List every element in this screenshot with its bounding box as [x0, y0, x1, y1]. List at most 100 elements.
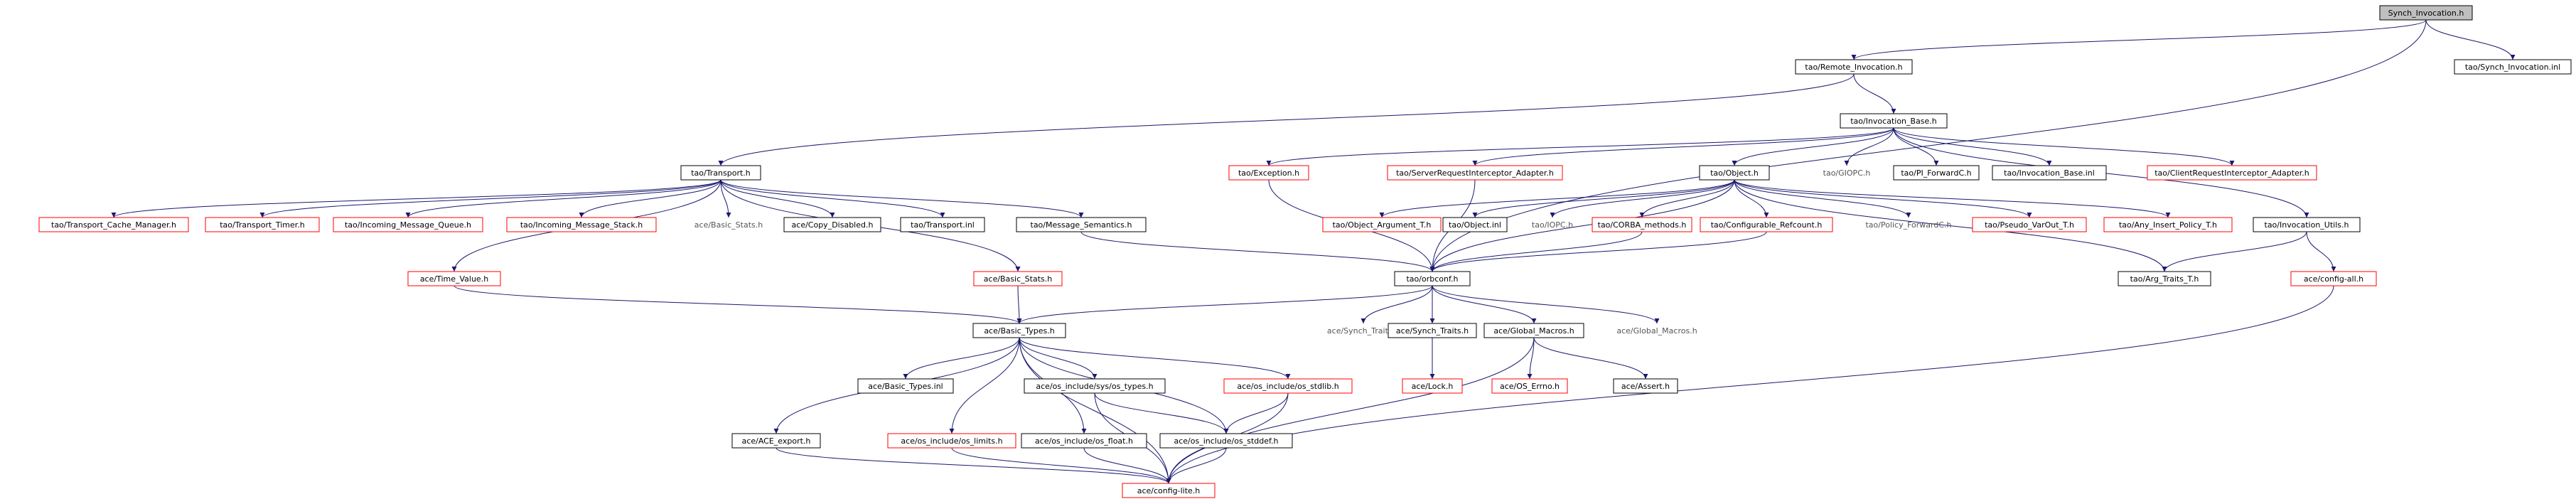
edge-tao_object_h-to-tao_iopc_h: [1550, 179, 1735, 218]
node-ace-basic-types-inl[interactable]: ace/Basic_Types.inl: [857, 378, 954, 394]
node-tao-message-semantics-h[interactable]: tao/Message_Semantics.h: [1016, 217, 1147, 232]
node-ace-global-macros-h-plain: ace/Global_Macros.h: [1616, 326, 1697, 336]
node-tao-exception-h[interactable]: tao/Exception.h: [1228, 165, 1309, 181]
node-tao-object-h[interactable]: tao/Object.h: [1699, 165, 1770, 181]
node-label: ace/Basic_Stats.h: [694, 220, 763, 230]
node-ace-synch-traits-h[interactable]: ace/Synch_Traits.h: [1388, 323, 1477, 338]
edge-ace_global_macros_h-to-ace_os_errno_h: [1527, 337, 1535, 380]
node-tao-remote-invocation-h[interactable]: tao/Remote_Invocation.h: [1795, 59, 1913, 75]
node-ace-basic-stats-h-plain: ace/Basic_Stats.h: [694, 220, 763, 230]
node-tao-configurable-refcount-h[interactable]: tao/Configurable_Refcount.h: [1700, 217, 1833, 232]
node-ace-os-include-os-stdlib-h[interactable]: ace/os_include/os_stdlib.h: [1223, 378, 1353, 394]
node-ace-config-lite-h[interactable]: ace/config-lite.h: [1122, 483, 1215, 498]
node-label: ace/Assert.h: [1621, 382, 1670, 391]
node-tao-transport-cache-manager-h[interactable]: tao/Transport_Cache_Manager.h: [38, 217, 189, 232]
node-label: ace/os_include/os_stdlib.h: [1237, 382, 1338, 391]
node-label: tao/Transport.h: [691, 168, 751, 178]
node-tao-transport-h[interactable]: tao/Transport.h: [680, 165, 761, 181]
node-tao-serverrequestinterceptor-adapter-h[interactable]: tao/ServerRequestInterceptor_Adapter.h: [1387, 165, 1563, 181]
edge-ace_basic_types_h-to-ace_basic_types_inl: [903, 337, 1020, 380]
edge-tao_orbconf_h-to-ace_synch_traits_h_plain: [1361, 285, 1433, 324]
node-tao-invocation-base-inl[interactable]: tao/Invocation_Base.inl: [1992, 165, 2107, 181]
node-tao-invocation-utils-h[interactable]: tao/Invocation_Utils.h: [2253, 217, 2361, 232]
node-tao-object-inl[interactable]: tao/Object.inl: [1442, 217, 1508, 232]
node-tao-transport-inl[interactable]: tao/Transport.inl: [900, 217, 985, 232]
edge-tao_invocation_base_h-to-tao_giopc_h: [1844, 127, 1894, 166]
edge-tao_configurable_refcount_h-to-tao_orbconf_h: [1429, 231, 1767, 272]
node-label: ace/os_include/os_float.h: [1035, 436, 1133, 446]
node-label: ace/ACE_export.h: [742, 436, 811, 446]
node-tao-object-argument-t-h[interactable]: tao/Object_Argument_T.h: [1322, 217, 1442, 232]
node-tao-clientrequestinterceptor-adapter-h[interactable]: tao/ClientRequestInterceptor_Adapter.h: [2147, 165, 2317, 181]
node-label: tao/Arg_Traits_T.h: [2130, 274, 2199, 284]
edge-tao_invocation_base_h-to-tao_clientrequestinterceptor_adapter_h: [1893, 127, 2235, 166]
node-tao-incoming-message-stack-h[interactable]: tao/Incoming_Message_Stack.h: [506, 217, 657, 232]
node-ace-assert-h[interactable]: ace/Assert.h: [1613, 378, 1678, 394]
node-tao-any-insert-policy-t-h[interactable]: tao/Any_Insert_Policy_T.h: [2103, 217, 2233, 232]
edge-tao_transport_h-to-tao_incoming_message_stack_h: [579, 179, 721, 218]
edge-tao_orbconf_h-to-ace_global_macros_h: [1432, 285, 1537, 324]
node-label: ace/os_include/sys/os_types.h: [1036, 382, 1153, 391]
node-ace-os-include-os-limits-h[interactable]: ace/os_include/os_limits.h: [887, 433, 1016, 449]
edge-synch_invocation_h-to-tao_synch_invocation_inl: [2425, 19, 2516, 60]
node-label: ace/Basic_Types.inl: [868, 382, 943, 391]
node-tao-incoming-message-queue-h[interactable]: tao/Incoming_Message_Queue.h: [333, 217, 483, 232]
node-label: tao/Invocation_Utils.h: [2265, 220, 2349, 230]
node-label: ace/Synch_Traits.h: [1327, 326, 1400, 336]
edge-tao_transport_h-to-tao_transport_cache_manager_h: [111, 179, 721, 218]
node-tao-policy-forwardc-h: tao/Policy_ForwardC.h: [1865, 220, 1951, 230]
node-ace-basic-stats-h-red[interactable]: ace/Basic_Stats.h: [973, 271, 1063, 286]
node-label: tao/Message_Semantics.h: [1031, 220, 1132, 230]
node-label: tao/CORBA_methods.h: [1598, 220, 1687, 230]
node-label: Synch_Invocation.h: [2388, 9, 2464, 18]
node-tao-pseudo-varout-t-h[interactable]: tao/Pseudo_VarOut_T.h: [1972, 217, 2087, 232]
edge-tao_object_h-to-tao_policy_forwardc_h: [1734, 179, 1911, 218]
nodes: Synch_Invocation.h tao/Remote_Invocation.…: [38, 5, 2572, 498]
node-synch-invocation-h[interactable]: Synch_Invocation.h: [2379, 5, 2473, 21]
node-tao-corba-methods-h[interactable]: tao/CORBA_methods.h: [1592, 217, 1692, 232]
edge-tao_transport_h-to-ace_copy_disabled_h: [720, 179, 835, 218]
node-ace-time-value-h[interactable]: ace/Time_Value.h: [407, 271, 501, 286]
node-label: ace/Basic_Stats.h: [984, 274, 1052, 284]
edge-tao_transport_h-to-tao_transport_timer_h: [259, 179, 721, 218]
node-label: ace/Time_Value.h: [420, 274, 488, 284]
node-tao-orbconf-h[interactable]: tao/orbconf.h: [1394, 271, 1471, 286]
node-label: tao/PI_ForwardC.h: [1901, 168, 1971, 178]
node-ace-basic-types-h[interactable]: ace/Basic_Types.h: [972, 323, 1066, 338]
edge-tao_invocation_base_h-to-tao_exception_h: [1266, 127, 1894, 166]
node-ace-config-all-h[interactable]: ace/config-all.h: [2290, 271, 2377, 286]
node-label: tao/Incoming_Message_Stack.h: [520, 220, 643, 230]
edge-tao_transport_h-to-tao_incoming_message_queue_h: [405, 179, 721, 218]
node-ace-lock-h[interactable]: ace/Lock.h: [1402, 378, 1463, 394]
edge-tao_transport_h-to-ace_basic_stats_h_plain: [720, 179, 731, 218]
edge-ace_basic_types_h-to-ace_config_lite_h: [1019, 337, 1171, 484]
node-ace-ace-export-h[interactable]: ace/ACE_export.h: [731, 433, 821, 449]
node-label: ace/Global_Macros.h: [1493, 326, 1574, 336]
node-tao-pi-forwardc-h[interactable]: tao/PI_ForwardC.h: [1893, 165, 1980, 181]
node-tao-arg-traits-t-h[interactable]: tao/Arg_Traits_T.h: [2118, 271, 2211, 286]
edge-tao_object_h-to-tao_orbconf_h: [1429, 179, 1735, 272]
node-tao-transport-timer-h[interactable]: tao/Transport_Timer.h: [205, 217, 320, 232]
edge-ace_os_include_sys_os_types_h-to-ace_os_include_os_stddef_h: [1094, 392, 1229, 434]
node-tao-iopc-h: tao/IOPC.h: [1532, 220, 1573, 230]
node-label: ace/Global_Macros.h: [1616, 326, 1697, 336]
edges: [111, 19, 2516, 484]
edge-tao_object_h-to-tao_configurable_refcount_h: [1734, 179, 1769, 218]
edge-tao_remote_invocation_h-to-tao_invocation_base_h: [1853, 73, 1896, 114]
node-label: tao/Object.h: [1710, 168, 1759, 178]
edge-ace_basic_stats_h_red-to-ace_basic_types_h: [1016, 285, 1022, 324]
node-label: tao/Object.inl: [1449, 220, 1501, 230]
node-ace-os-include-sys-os-types-h[interactable]: ace/os_include/sys/os_types.h: [1024, 378, 1166, 394]
node-ace-os-errno-h[interactable]: ace/OS_Errno.h: [1491, 378, 1568, 394]
edge-ace_basic_types_h-to-ace_os_include_os_limits_h: [949, 337, 1020, 434]
edge-synch_invocation_h-to-tao_remote_invocation_h: [1851, 19, 2427, 60]
node-tao-invocation-base-h[interactable]: tao/Invocation_Base.h: [1840, 113, 1948, 129]
node-ace-os-include-os-stddef-h[interactable]: ace/os_include/os_stddef.h: [1159, 433, 1293, 449]
node-ace-os-include-os-float-h[interactable]: ace/os_include/os_float.h: [1021, 433, 1147, 449]
node-ace-copy-disabled-h[interactable]: ace/Copy_Disabled.h: [783, 217, 881, 232]
node-ace-global-macros-h[interactable]: ace/Global_Macros.h: [1483, 323, 1584, 338]
node-label: tao/orbconf.h: [1406, 274, 1458, 284]
node-tao-synch-invocation-inl[interactable]: tao/Synch_Invocation.inl: [2454, 59, 2572, 75]
node-label: tao/Remote_Invocation.h: [1805, 63, 1902, 72]
node-label: tao/Object_Argument_T.h: [1333, 220, 1432, 230]
